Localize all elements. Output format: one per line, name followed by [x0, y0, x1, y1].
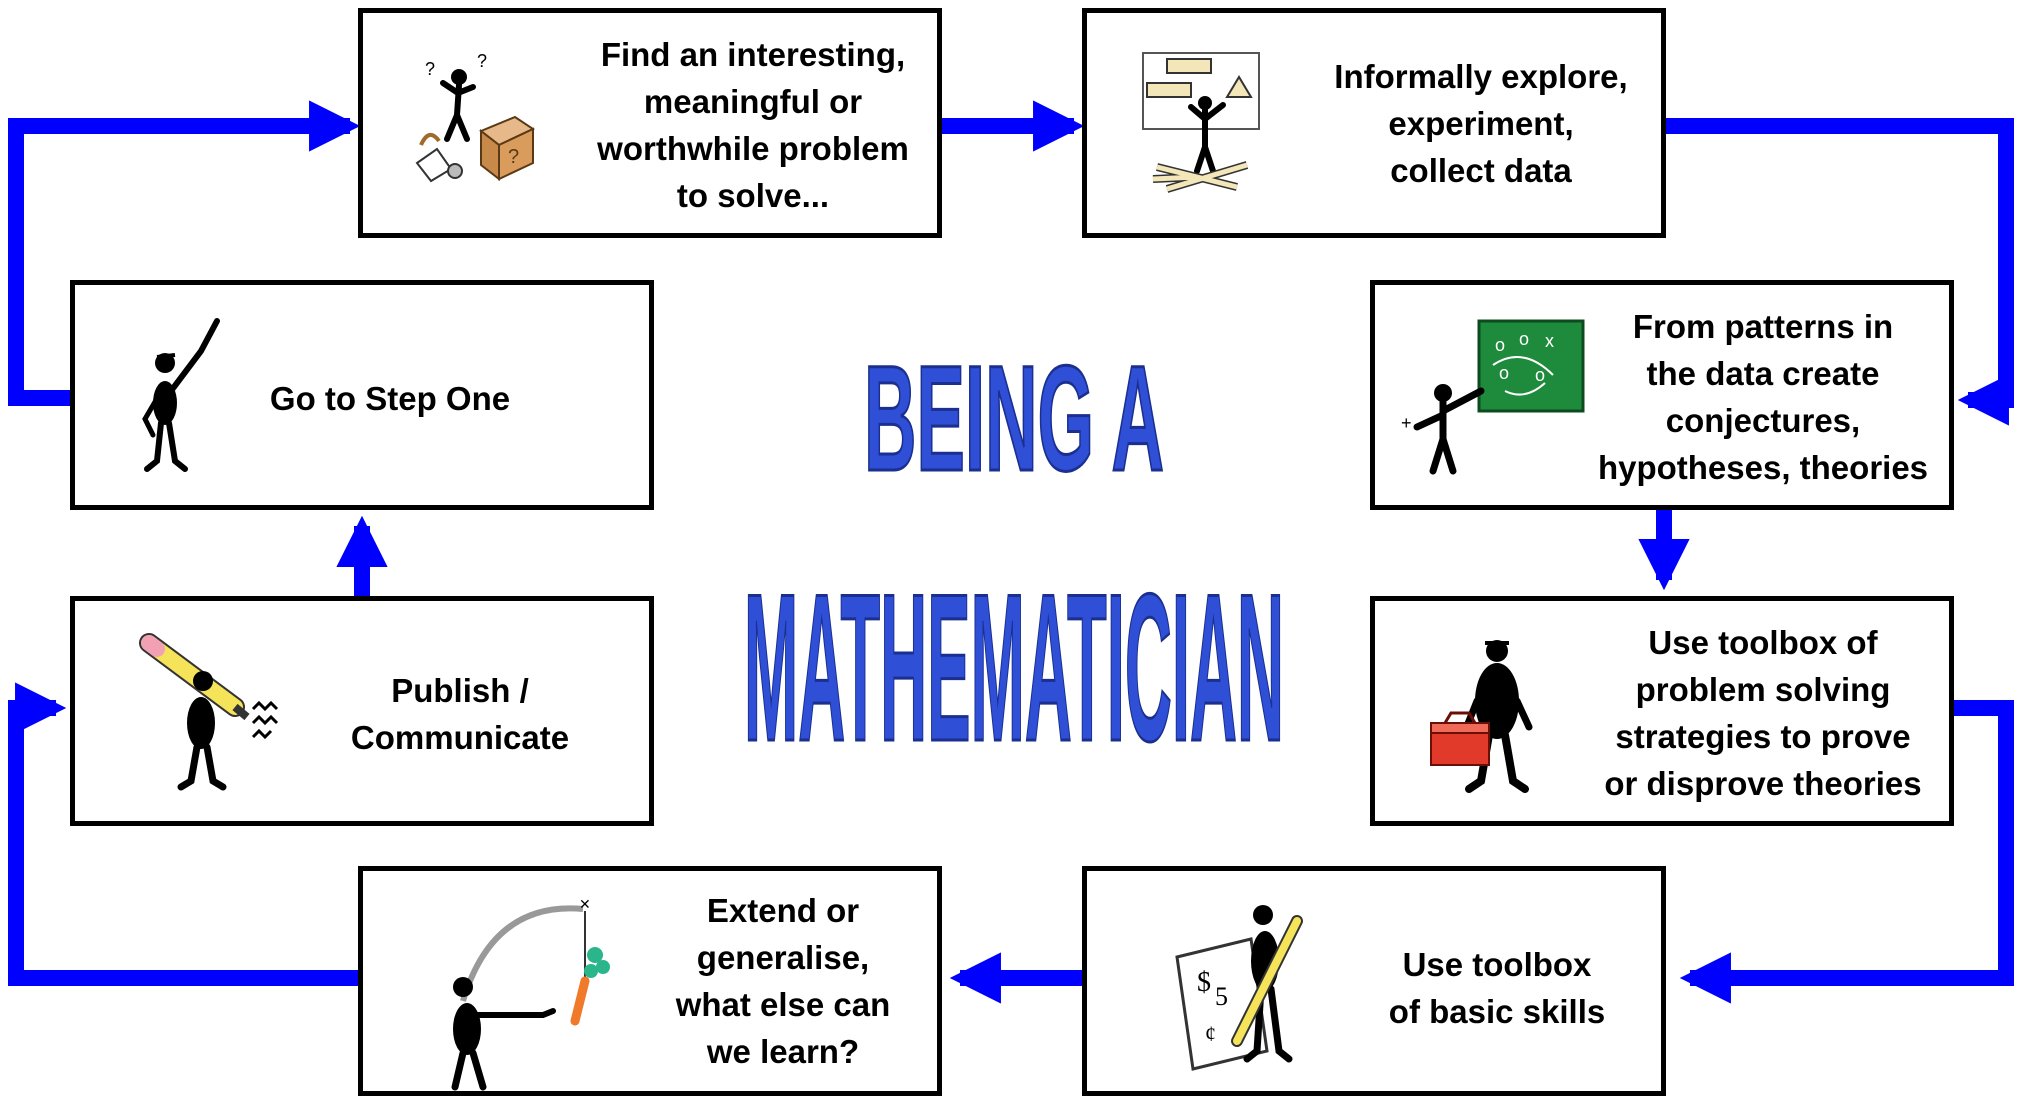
step-extend-label: Extend or generalise, what else can we l…	[675, 892, 891, 1070]
step-basic-skills-label: Use toolbox of basic skills	[1388, 946, 1606, 1030]
step-toolbox-strategies-label: Use toolbox of problem solving strategie…	[1604, 624, 1922, 802]
svg-text:¢: ¢	[1205, 1021, 1216, 1046]
arrow-strategies-to-skills	[1679, 700, 2014, 1004]
arrow-explore-to-conjecture	[1666, 118, 2014, 426]
title-line-1: BEING A	[864, 334, 1164, 502]
step-conjecture: o o x o o + From patterns in the data cr…	[1370, 280, 1954, 510]
figure-with-toolbox-icon	[1430, 640, 1533, 793]
svg-text:?: ?	[425, 59, 435, 79]
step-explore-label: Informally explore, experiment, collect …	[1334, 58, 1628, 189]
figure-writing-on-paper-icon: $ 5 ¢	[1175, 905, 1303, 1071]
step-go-to-step-one: Go to Step One	[70, 280, 654, 510]
figure-chasing-carrot-icon: ✕	[451, 896, 610, 1091]
step-find-problem: ? ? ? Find an interesting, meaningful or…	[358, 8, 942, 238]
step-publish-label: Publish / Communicate	[350, 672, 570, 756]
svg-text:o: o	[1495, 335, 1505, 355]
svg-text:o: o	[1535, 365, 1545, 385]
step-explore: Informally explore, experiment, collect …	[1082, 8, 1666, 238]
step-find-label: Find an interesting, meaningful or worth…	[597, 36, 909, 214]
svg-text:+: +	[1401, 413, 1412, 433]
confused-figure-with-box-icon: ? ? ?	[415, 53, 536, 183]
arrow-step-one-to-find	[8, 100, 361, 406]
svg-text:?: ?	[477, 53, 487, 71]
svg-text:5: 5	[1215, 982, 1228, 1011]
figure-with-pencil-icon	[139, 633, 279, 791]
step-basic-skills: $ 5 ¢ Use toolbox of basic skills	[1082, 866, 1666, 1096]
title-being-a-mathematician: BEING A MATHEMATICIAN	[743, 333, 1286, 781]
svg-text:o: o	[1499, 363, 1509, 383]
step-publish: Publish / Communicate	[70, 596, 654, 826]
step-go-to-step-one-label: Go to Step One	[269, 380, 511, 417]
svg-text:$: $	[1197, 967, 1211, 998]
title-line-2: MATHEMATICIAN	[744, 550, 1284, 780]
figure-exploring-shapes-icon	[1142, 52, 1260, 193]
svg-text:x: x	[1545, 331, 1554, 351]
step-conjecture-label: From patterns in the data create conject…	[1597, 308, 1929, 486]
svg-text:o: o	[1519, 329, 1529, 349]
arrow-extend-to-publish	[8, 682, 362, 986]
svg-text:✕: ✕	[579, 896, 591, 912]
step-toolbox-strategies: Use toolbox of problem solving strategie…	[1370, 596, 1954, 826]
figure-pointing-up-icon	[142, 318, 220, 472]
figure-at-chalkboard-icon: o o x o o +	[1401, 319, 1585, 475]
step-extend: ✕ Extend or generalise, what else can we…	[358, 866, 942, 1096]
svg-text:?: ?	[508, 146, 519, 168]
